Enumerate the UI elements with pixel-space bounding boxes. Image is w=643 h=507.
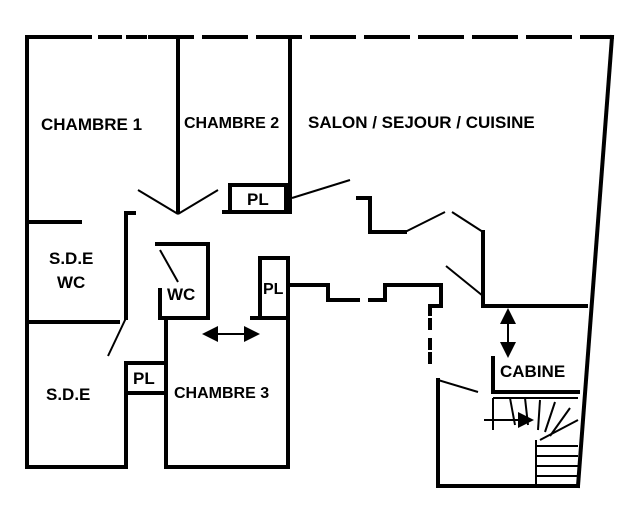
label-wc: WC xyxy=(167,285,195,304)
wc-room xyxy=(155,242,210,320)
label-pl-mid: PL xyxy=(263,281,284,298)
corridor-walls xyxy=(286,196,588,370)
chambre-partitions xyxy=(124,35,351,215)
label-chambre2: CHAMBRE 2 xyxy=(184,115,279,132)
outer-walls xyxy=(25,34,615,489)
chambre3-walls xyxy=(164,256,290,469)
label-cabine: CABINE xyxy=(500,362,565,381)
label-salon: SALON / SEJOUR / CUISINE xyxy=(308,113,535,132)
label-chambre1: CHAMBRE 1 xyxy=(41,115,142,134)
left-bathrooms xyxy=(25,211,168,469)
label-pl-top: PL xyxy=(247,190,269,209)
label-sde-wc-1: S.D.E xyxy=(49,249,93,268)
staircase-area xyxy=(436,356,580,488)
label-pl-bottom: PL xyxy=(133,369,155,388)
label-sde: S.D.E xyxy=(46,385,90,404)
label-chambre3: CHAMBRE 3 xyxy=(174,385,269,402)
label-sde-wc-2: WC xyxy=(57,273,85,292)
